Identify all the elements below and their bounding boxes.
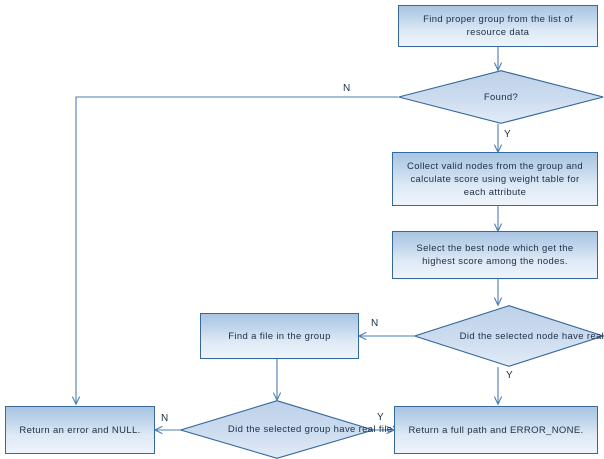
edge-label-node-file-yes: Y <box>506 370 513 381</box>
edge-found-no-to-return-error <box>76 96 398 404</box>
node-return-error-label: Return an error and NULL. <box>19 424 141 436</box>
node-find-proper-group-label: Find proper group from the list of resou… <box>423 14 573 38</box>
edge-label-found-yes: Y <box>504 129 511 140</box>
node-group-real-file-decision[interactable]: Did the selected group have real file? <box>180 400 398 459</box>
edge-label-node-file-no: N <box>371 318 379 329</box>
node-return-error[interactable]: Return an error and NULL. <box>5 406 155 454</box>
node-select-best-node[interactable]: Select the best node which get the highe… <box>392 231 598 279</box>
node-find-proper-group[interactable]: Find proper group from the list of resou… <box>398 5 598 47</box>
node-return-success-label: Return a full path and ERROR_NONE. <box>408 424 584 436</box>
node-find-file-in-group-label: Find a file in the group <box>228 330 331 342</box>
node-select-best-node-label: Select the best node which get the highe… <box>416 243 574 267</box>
edge-label-group-file-yes: Y <box>377 412 384 423</box>
node-found-decision[interactable]: Found? <box>398 70 604 124</box>
node-node-real-file-decision[interactable]: Did the selected node have real file? <box>414 305 604 367</box>
node-return-success[interactable]: Return a full path and ERROR_NONE. <box>394 406 598 454</box>
node-collect-valid-nodes-label: Collect valid nodes from the group and c… <box>407 160 583 198</box>
edge-label-found-no: N <box>343 83 351 94</box>
node-collect-valid-nodes[interactable]: Collect valid nodes from the group and c… <box>392 152 598 206</box>
edge-label-group-file-no: N <box>161 413 169 424</box>
node-find-file-in-group[interactable]: Find a file in the group <box>200 313 359 359</box>
